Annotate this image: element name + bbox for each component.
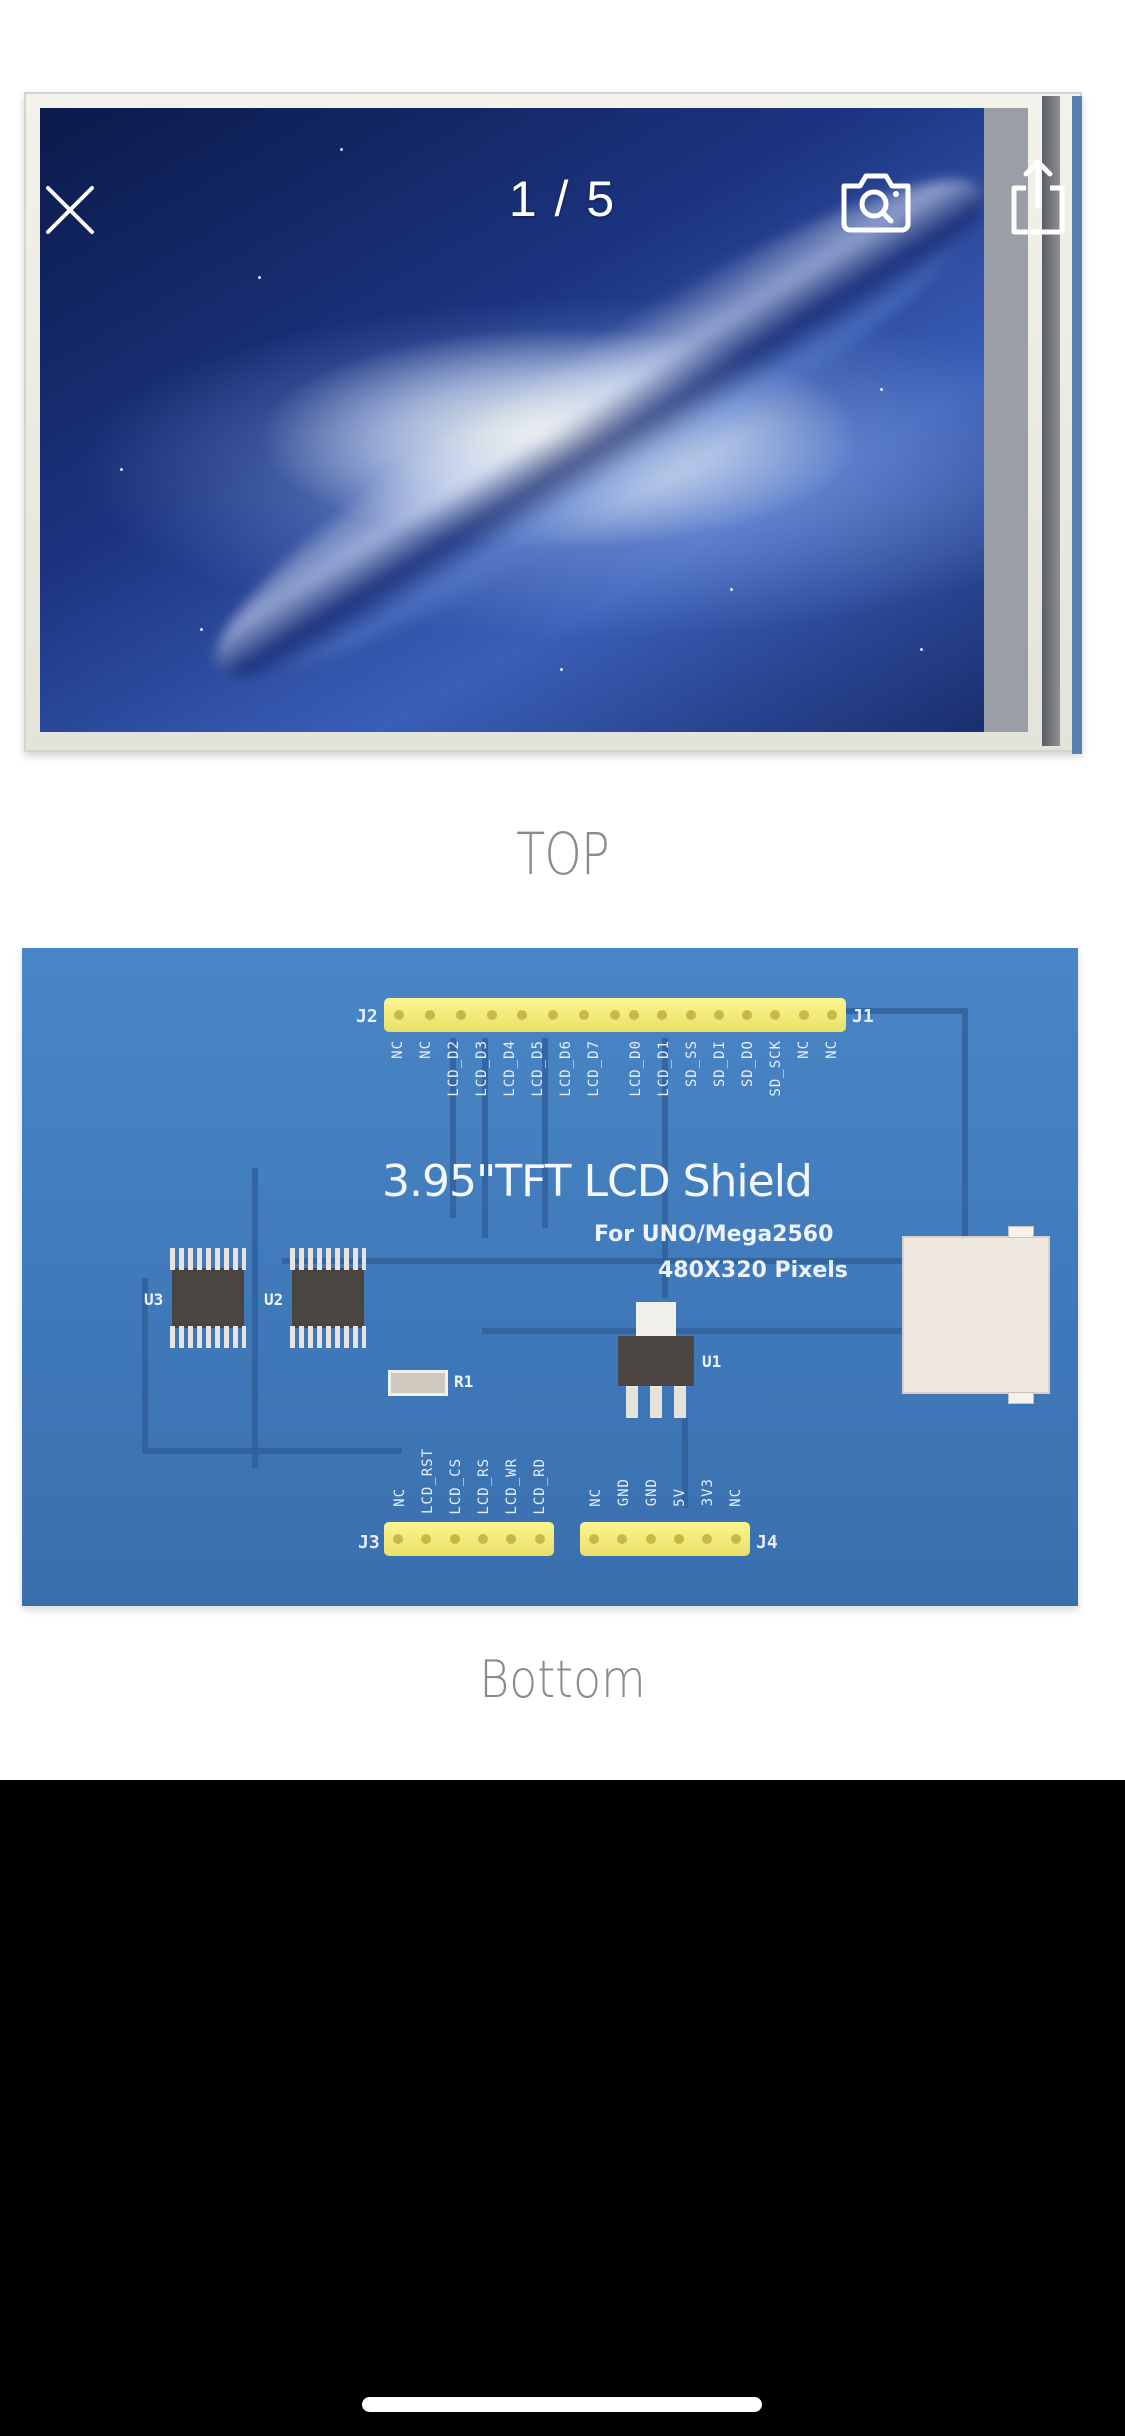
pin-label: NC xyxy=(824,1040,840,1059)
close-button[interactable] xyxy=(40,180,100,240)
star xyxy=(200,628,203,631)
star xyxy=(920,648,923,651)
resistor-r1 xyxy=(388,1370,448,1396)
regulator-leg xyxy=(650,1386,662,1418)
regulator-leg xyxy=(626,1386,638,1418)
pin-label: LCD_D1 xyxy=(656,1040,672,1097)
header-j4 xyxy=(580,1522,750,1556)
pcb-board: J2 NC NC LCD_D2 LCD_D3 LCD_D4 LCD_D5 LCD… xyxy=(22,948,1078,1606)
star xyxy=(258,276,261,279)
pin-label: NC xyxy=(796,1040,812,1059)
trace xyxy=(482,1038,488,1238)
pin-label: LCD_RS xyxy=(476,1458,492,1515)
pin-label: SD_SCK xyxy=(768,1040,784,1097)
pin-label: LCD_D7 xyxy=(586,1040,602,1097)
lcd-edge-strip xyxy=(984,108,1028,732)
trace xyxy=(252,1168,258,1468)
header-j1-label: J1 xyxy=(852,1006,874,1027)
pcb-edge xyxy=(1072,96,1082,754)
image-counter: 1 / 5 xyxy=(508,171,617,227)
pin-label: LCD_WR xyxy=(504,1458,520,1515)
camera-search-icon xyxy=(841,173,911,233)
pin-label: NC xyxy=(588,1488,604,1507)
close-icon xyxy=(46,186,94,234)
pin-label: LCD_CS xyxy=(448,1458,464,1515)
pin-label: SD_SS xyxy=(684,1040,700,1088)
share-icon xyxy=(1011,159,1065,235)
pin-label: 5V xyxy=(672,1488,688,1507)
chip-u2 xyxy=(290,1248,366,1348)
sd-tab xyxy=(1008,1226,1034,1238)
home-indicator[interactable] xyxy=(362,2397,762,2412)
pin-label: 3V3 xyxy=(700,1478,716,1507)
pin-label: LCD_RD xyxy=(532,1458,548,1515)
label-u3: U3 xyxy=(144,1290,164,1309)
product-image[interactable]: TOP J2 NC NC LCD_D2 LCD_D3 LCD_D4 LCD_D5… xyxy=(0,0,1125,1780)
trace xyxy=(542,1038,548,1228)
viewer-toolbar: 1 / 5 xyxy=(0,159,1125,248)
caption-top: TOP xyxy=(516,820,610,888)
pin-label: NC xyxy=(390,1040,406,1059)
pin-label: SD_DI xyxy=(712,1040,728,1088)
header-j2-label: J2 xyxy=(356,1006,378,1027)
pcb-subtitle-resolution: 480X320 Pixels xyxy=(658,1258,848,1283)
header-j3-label: J3 xyxy=(358,1532,380,1553)
trace xyxy=(662,1038,668,1298)
caption-bottom: Bottom xyxy=(479,1650,646,1710)
header-j3 xyxy=(384,1522,554,1556)
trace xyxy=(962,1008,968,1238)
label-u2: U2 xyxy=(264,1290,284,1309)
trace xyxy=(450,1038,456,1218)
lcd-screen-galaxy xyxy=(40,108,984,732)
label-r1: R1 xyxy=(454,1372,474,1391)
chip-u3 xyxy=(170,1248,246,1348)
pin-label: LCD_D0 xyxy=(628,1040,644,1097)
lcd-flex-cable xyxy=(1042,96,1060,746)
pin-label: LCD_D3 xyxy=(474,1040,490,1097)
pin-label: LCD_D2 xyxy=(446,1040,462,1097)
star xyxy=(730,588,733,591)
star xyxy=(560,668,563,671)
star xyxy=(880,388,883,391)
pin-label: NC xyxy=(392,1488,408,1507)
visual-search-button[interactable] xyxy=(836,166,916,236)
share-button[interactable] xyxy=(1006,154,1070,240)
header-j4-label: J4 xyxy=(756,1532,778,1553)
label-u1: U1 xyxy=(702,1352,722,1371)
regulator-leg xyxy=(674,1386,686,1418)
pin-label: GND xyxy=(644,1478,660,1507)
trace xyxy=(142,1278,148,1448)
sd-tab xyxy=(1008,1392,1034,1404)
pin-label: NC xyxy=(728,1488,744,1507)
regulator-tab xyxy=(636,1302,676,1336)
microsd-slot xyxy=(902,1236,1050,1394)
regulator-u1 xyxy=(618,1336,694,1386)
pcb-title: 3.95"TFT LCD Shield xyxy=(382,1156,813,1207)
pin-label: LCD_D5 xyxy=(530,1040,546,1097)
pin-label: LCD_RST xyxy=(420,1448,436,1515)
pin-label: NC xyxy=(418,1040,434,1059)
header-j1 xyxy=(620,998,846,1032)
pin-label: LCD_D6 xyxy=(558,1040,574,1097)
pin-label: LCD_D4 xyxy=(502,1040,518,1097)
star xyxy=(120,468,123,471)
trace xyxy=(682,1418,688,1508)
pin-label: GND xyxy=(616,1478,632,1507)
star xyxy=(340,148,343,151)
pcb-subtitle-compat: For UNO/Mega2560 xyxy=(594,1222,834,1247)
pin-label: SD_DO xyxy=(740,1040,756,1088)
trace xyxy=(482,1328,902,1334)
header-j2 xyxy=(384,998,630,1032)
trace xyxy=(142,1448,402,1454)
